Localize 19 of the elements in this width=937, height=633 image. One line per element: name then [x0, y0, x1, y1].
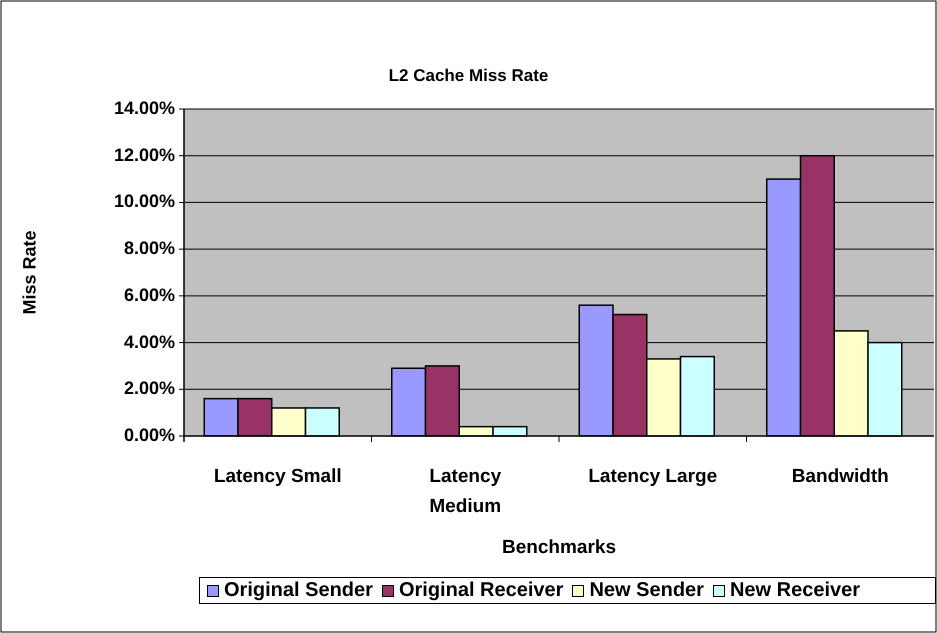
category-label: Latency Small — [212, 465, 343, 489]
axis-title: Miss Rate — [20, 230, 41, 315]
axis-tick-label: 10.00% — [114, 191, 175, 212]
category-label: Bandwidth — [790, 465, 890, 489]
axis-tick-label: 2.00% — [124, 378, 175, 400]
axis-tick-label: 14.00% — [114, 98, 175, 119]
legend-label: Original Receiver — [398, 579, 564, 602]
axis-tick-label: 6.00% — [124, 284, 175, 306]
legend-label: Original Sender — [224, 579, 373, 602]
legend-label: New Sender — [589, 579, 704, 602]
chart-title: L2 Cache Miss Rate — [388, 66, 550, 86]
category-label: Latency Large — [587, 465, 718, 489]
axis-title: Benchmarks — [500, 537, 618, 559]
axis-tick-label: 12.00% — [114, 144, 175, 166]
category-label: Latency Medium — [428, 465, 502, 519]
axis-tick-label: 4.00% — [124, 332, 175, 353]
axis-tick-label: 0.00% — [124, 425, 175, 446]
legend-label: New Receiver — [730, 579, 860, 602]
axis-tick-label: 8.00% — [124, 238, 175, 260]
